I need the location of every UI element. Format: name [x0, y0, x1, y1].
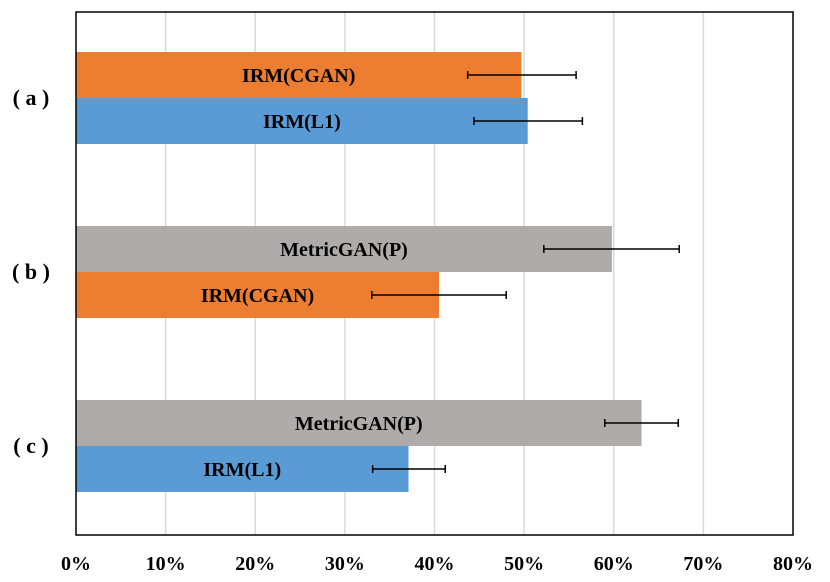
- x-tick-label: 10%: [146, 553, 186, 575]
- plot-frame: [75, 11, 794, 536]
- x-tick-label: 0%: [61, 553, 91, 575]
- x-tick-label: 70%: [683, 553, 723, 575]
- bar: [76, 226, 612, 272]
- x-tick-label: 60%: [594, 553, 634, 575]
- x-tick-label: 80%: [773, 553, 813, 575]
- bar: [76, 98, 528, 144]
- bar-label: IRM(L1): [203, 459, 281, 481]
- bar-label: IRM(CGAN): [201, 285, 314, 307]
- x-tick-label: 40%: [415, 553, 455, 575]
- bar: [76, 446, 409, 492]
- bar: [76, 52, 522, 98]
- bar-label: MetricGAN(P): [280, 239, 408, 261]
- bars: [76, 52, 642, 492]
- bar-label: IRM(CGAN): [242, 65, 355, 87]
- bar: [76, 400, 642, 446]
- x-tick-label: 50%: [504, 553, 544, 575]
- bar-label: MetricGAN(P): [295, 413, 423, 435]
- error-bars: [371, 71, 680, 473]
- x-tick-label: 30%: [325, 553, 365, 575]
- group-label: ( c ): [13, 433, 48, 458]
- labels: 0% 10% 20% 30% 40% 50% 60% 70% 80% IRM(CGAN) IRM(L…: [12, 65, 813, 575]
- group-label: ( a ): [13, 85, 50, 110]
- x-tick-label: 20%: [235, 553, 275, 575]
- group-label: ( b ): [12, 259, 50, 284]
- bar-label: IRM(L1): [263, 111, 341, 133]
